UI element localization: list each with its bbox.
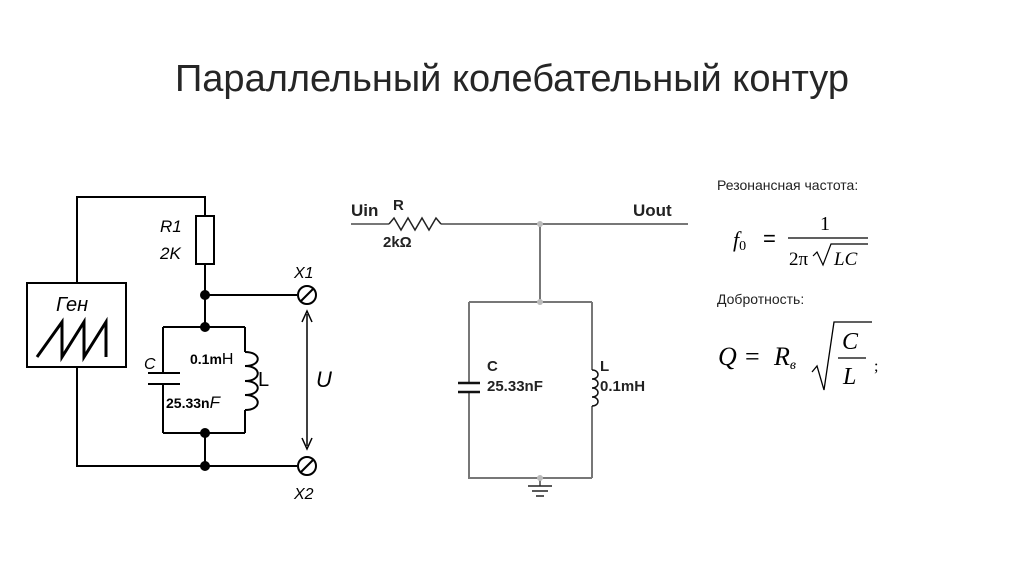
capacitor-c-name: C xyxy=(487,358,498,375)
svg-text:Rв: Rв xyxy=(773,342,796,373)
output-label: Uout xyxy=(633,201,672,220)
resistor-r-name: R xyxy=(393,197,404,214)
resistor-r1 xyxy=(195,215,215,265)
svg-text:1: 1 xyxy=(820,213,830,235)
junction-dot xyxy=(200,428,210,438)
capacitor-plates xyxy=(458,381,480,394)
voltage-arrow-head-top xyxy=(301,309,313,323)
svg-text:LC: LC xyxy=(833,249,858,270)
resistor-r-value: 2kΩ xyxy=(383,234,412,251)
terminal-x2 xyxy=(297,456,317,476)
capacitor-gap-mask xyxy=(464,383,476,392)
slide-title: Параллельный колебательный контур xyxy=(174,58,850,100)
svg-text:=: = xyxy=(745,342,760,371)
capacitor-c-value: 25.33nF xyxy=(487,378,543,395)
svg-text:2π: 2π xyxy=(789,249,809,270)
voltage-label: U xyxy=(316,367,332,392)
junction-dot xyxy=(200,461,210,471)
inductor-l-value: 0.1mH xyxy=(190,351,233,368)
resistor-zigzag xyxy=(388,216,442,232)
generator-box xyxy=(26,282,127,368)
quality-factor-formula: Q = Rв C L ; xyxy=(718,321,878,391)
ground-icon xyxy=(528,485,552,497)
right-circuit xyxy=(351,216,688,497)
terminal-x1-label: X1 xyxy=(293,265,314,282)
inductor-coil xyxy=(591,369,599,407)
inductor-l-value: 0.1mH xyxy=(600,378,645,395)
terminal-x1 xyxy=(297,285,317,305)
generator-label: Ген xyxy=(56,294,88,316)
sawtooth-icon xyxy=(35,316,108,363)
input-label: Uin xyxy=(351,201,378,220)
voltage-arrow-head-bottom xyxy=(301,437,313,451)
svg-text:f0: f0 xyxy=(733,227,746,254)
inductor-coil xyxy=(244,351,259,411)
capacitor-c-value: 25.33nF xyxy=(166,393,222,412)
resistor-r1-name: R1 xyxy=(160,217,182,236)
svg-text:C: C xyxy=(842,329,859,355)
resistor-r1-value: 2K xyxy=(159,244,181,263)
junction-dot xyxy=(537,475,543,481)
inductor-l-name: L xyxy=(600,358,609,375)
svg-text:L: L xyxy=(842,364,856,390)
left-circuit xyxy=(26,196,317,476)
resonance-heading: Резонансная частота: xyxy=(717,177,858,193)
inductor-l-name: L xyxy=(258,369,269,391)
svg-text:Q: Q xyxy=(718,342,737,371)
capacitor-plates xyxy=(148,372,180,385)
q-heading: Добротность: xyxy=(717,291,804,307)
resonance-formula: f0 = 1 2π LC xyxy=(733,213,868,270)
svg-text:;: ; xyxy=(874,358,878,375)
wire-bottom xyxy=(76,367,297,467)
junction-dot xyxy=(537,299,543,305)
junction-dot xyxy=(200,290,210,300)
capacitor-c-name: C xyxy=(144,356,156,373)
junction-dot xyxy=(537,221,543,227)
junction-dot xyxy=(200,322,210,332)
svg-text:=: = xyxy=(763,226,776,251)
terminal-x2-label: X2 xyxy=(293,486,314,503)
wire-top xyxy=(76,196,206,283)
